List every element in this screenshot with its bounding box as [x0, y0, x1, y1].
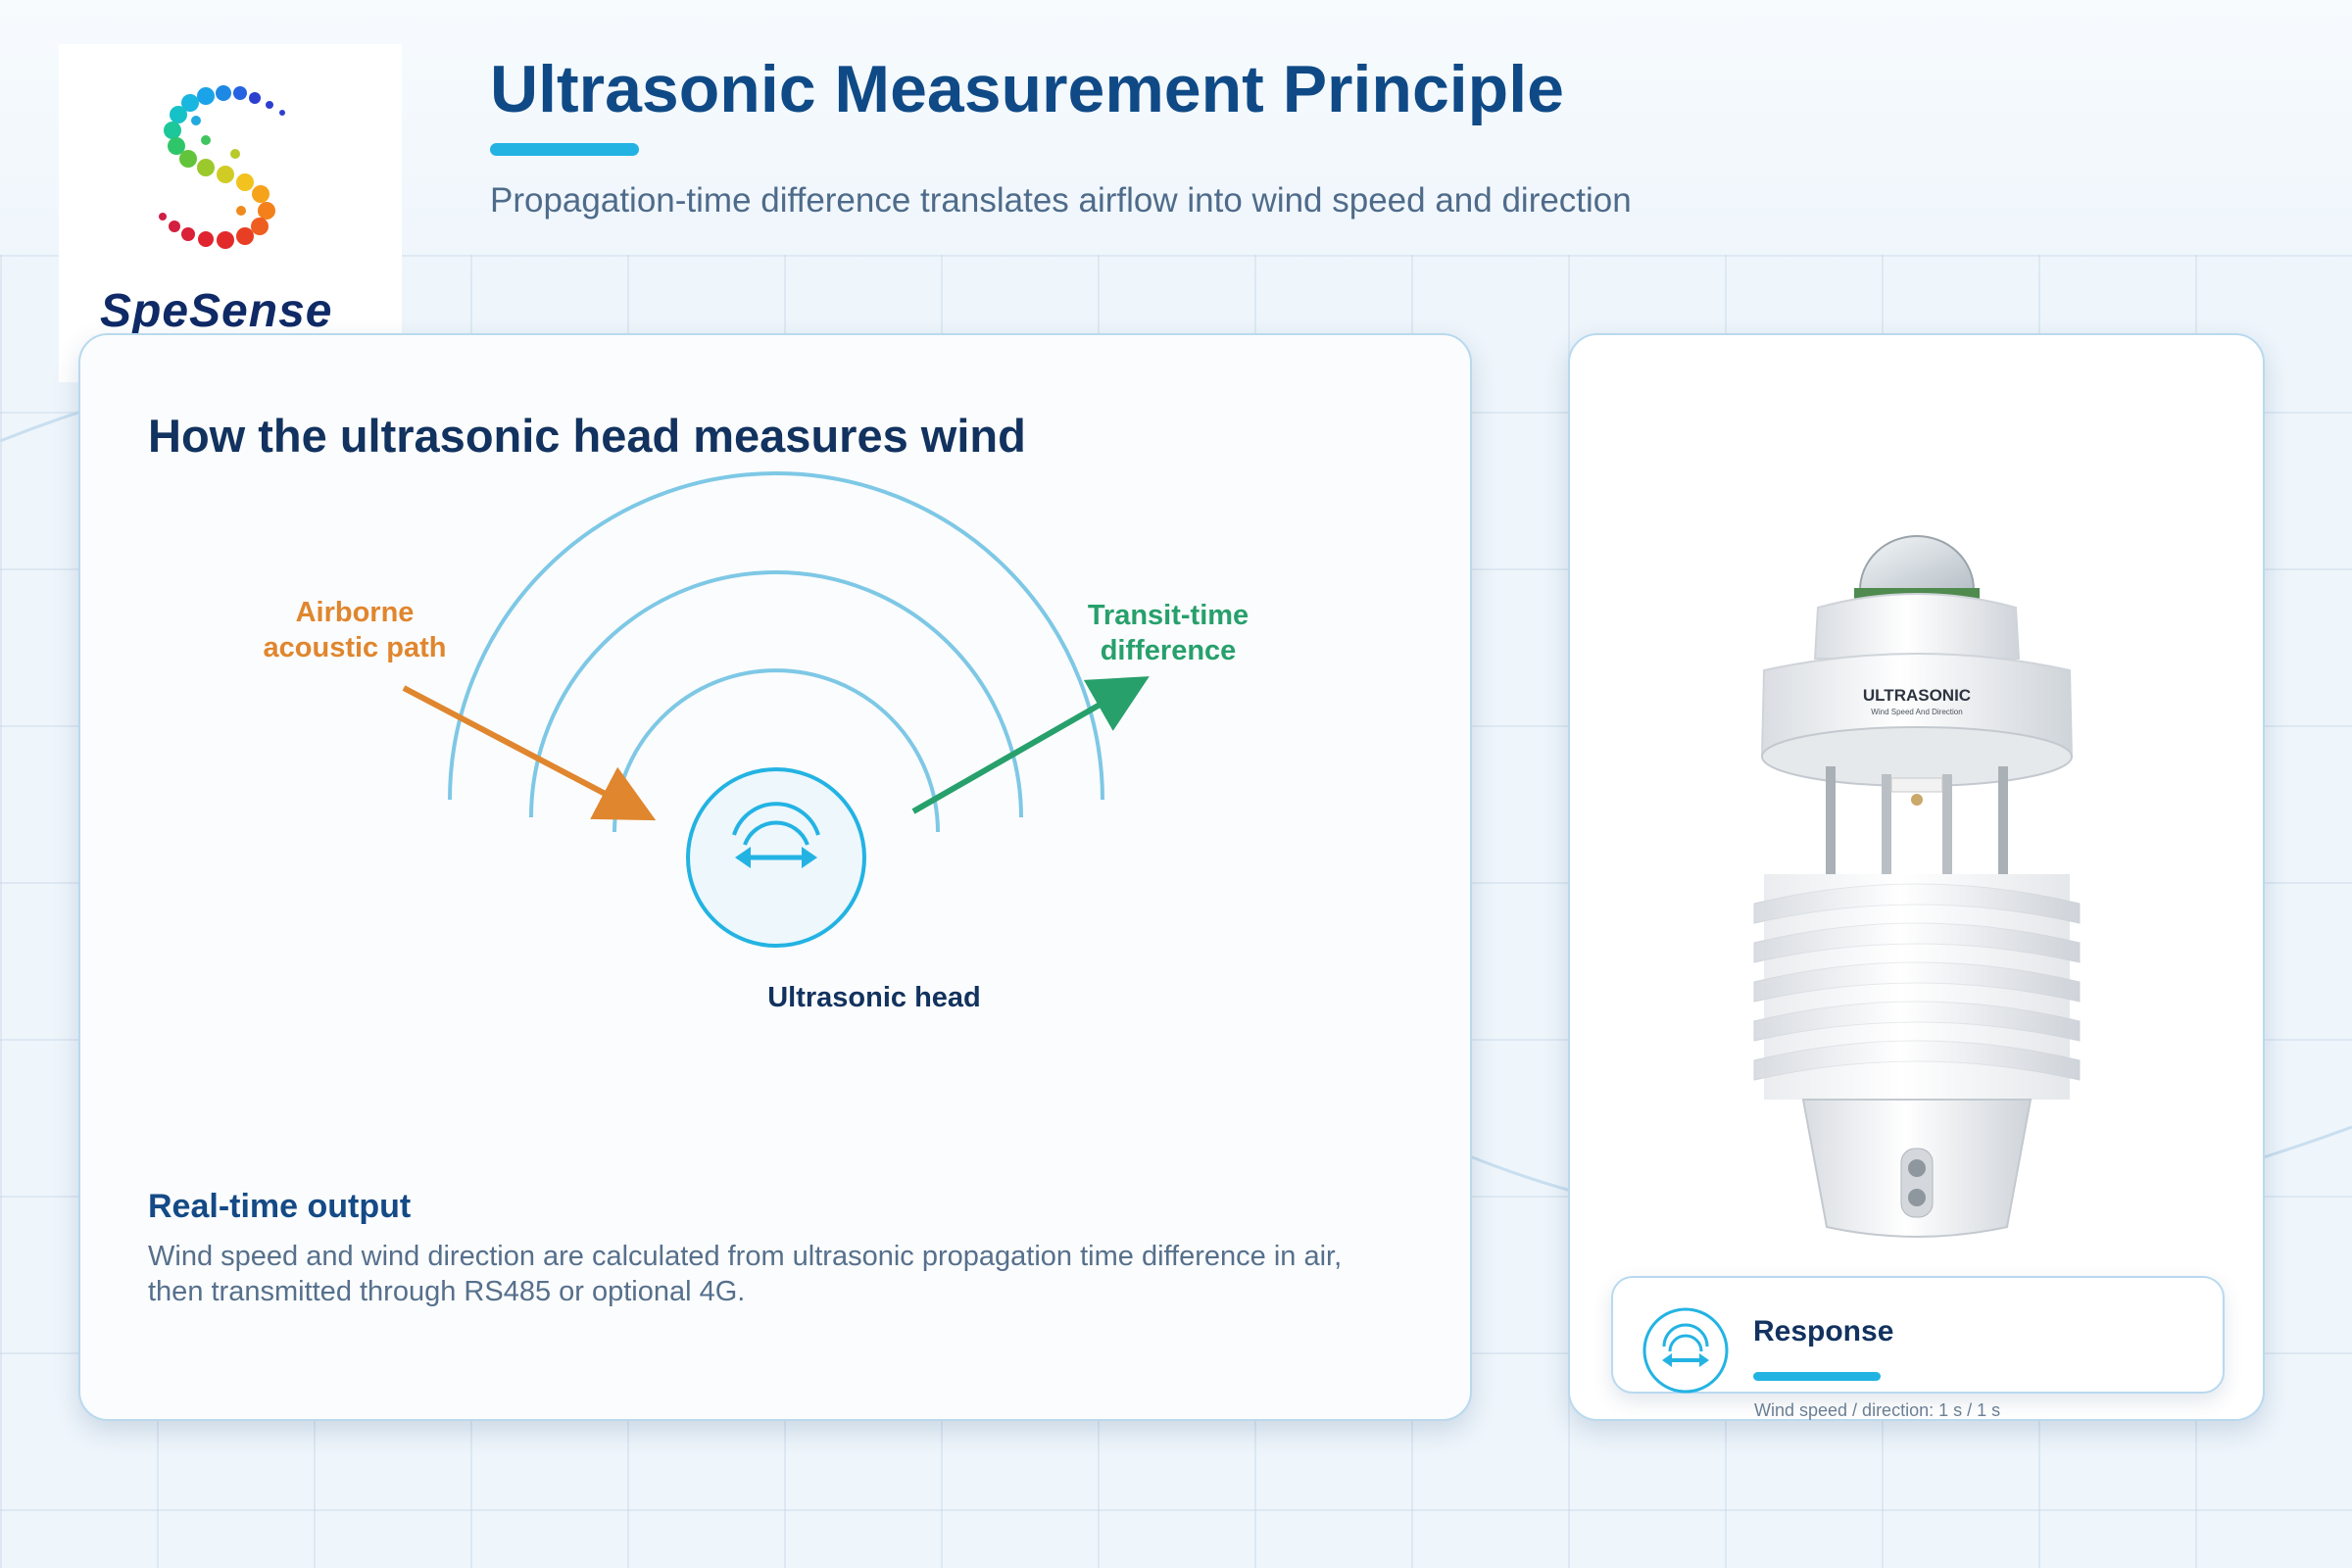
transit-arrow	[911, 676, 1150, 814]
response-icon	[1642, 1307, 1729, 1394]
ultrasonic-sensor-illustration: ULTRASONIC Wind Speed And Direction	[1753, 535, 2081, 1238]
airborne-arrow	[402, 685, 657, 821]
product-card: ULTRASONIC Wind Speed And Direction Resp…	[1568, 333, 2265, 1421]
brand-name: SpeSense	[100, 285, 333, 337]
title-underline	[490, 143, 639, 156]
airborne-path-label: Airborne acoustic path	[263, 597, 447, 663]
response-underline	[1753, 1372, 1881, 1381]
wave-arc-outer	[448, 471, 1104, 801]
output-title: Real-time output	[148, 1188, 412, 1225]
diagram-card: How the ultrasonic head measures wind Ai…	[78, 333, 1472, 1421]
wave-arc-inner	[612, 668, 940, 833]
page-title: Ultrasonic Measurement Principle	[490, 52, 1564, 126]
device-brand-text: ULTRASONIC	[1863, 686, 1971, 705]
brand-logo-icon	[159, 85, 285, 249]
device-sub-text: Wind Speed And Direction	[1871, 708, 1962, 716]
response-detail: Wind speed / direction: 1 s / 1 s	[1754, 1400, 2001, 1420]
wave-arc-middle	[529, 570, 1023, 818]
page-subtitle: Propagation-time difference translates a…	[490, 181, 1632, 220]
transit-time-label: Transit-time difference	[1087, 600, 1250, 666]
ultrasonic-head-icon	[686, 767, 866, 948]
ultrasonic-diagram	[402, 471, 1150, 948]
ultrasonic-head-label: Ultrasonic head	[767, 982, 981, 1013]
response-card: Response	[1611, 1276, 2225, 1394]
product-image: ULTRASONIC Wind Speed And Direction	[1695, 521, 2138, 1251]
output-description: Wind speed and wind direction are calcul…	[148, 1241, 1343, 1307]
brand-logo: SpeSense	[59, 44, 402, 382]
diagram-heading: How the ultrasonic head measures wind	[148, 410, 1026, 462]
response-title: Response	[1753, 1315, 1894, 1348]
